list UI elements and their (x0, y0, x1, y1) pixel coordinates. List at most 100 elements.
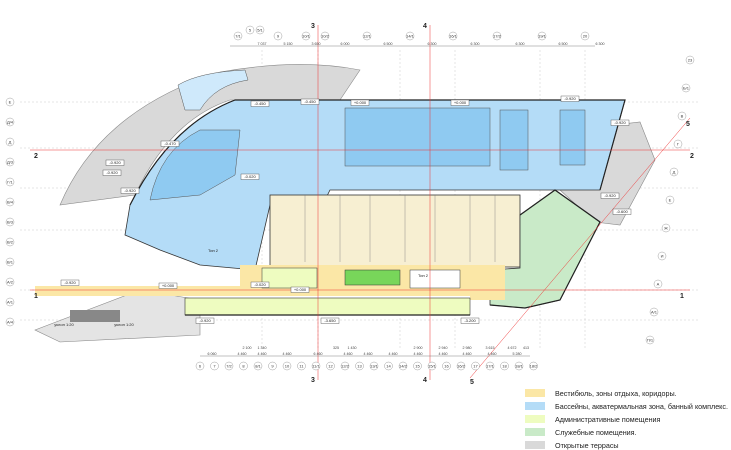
axis-label: 18 (502, 364, 507, 369)
axis-label: И (661, 254, 664, 259)
svg-text:1: 1 (680, 293, 684, 300)
svg-text:6 000: 6 000 (341, 42, 350, 46)
axis-bubble (268, 361, 277, 371)
svg-text:4 460: 4 460 (283, 352, 292, 356)
axis-bubble (239, 361, 248, 371)
axis-label: В/1 (7, 260, 14, 265)
svg-text:4 460: 4 460 (238, 352, 247, 356)
axis-label: 11 (299, 364, 304, 369)
axis-label: Д (9, 140, 12, 145)
svg-text:5 280: 5 280 (513, 352, 522, 356)
top-axes: 7/1 5 5/1 9 10/1 10/2 12/1 14/1 16/1 17/… (230, 25, 605, 47)
elevation-label: +0.000 (162, 283, 175, 288)
ramp-slope-label: уклон 1:20 (54, 322, 74, 327)
svg-text:3 650: 3 650 (312, 42, 321, 46)
svg-text:2: 2 (34, 153, 38, 160)
axis-bubble (427, 361, 437, 371)
elevation-box (105, 159, 125, 166)
legend-label: Открытые террасы (555, 441, 619, 450)
axis-bubble (384, 361, 393, 371)
svg-text:6 500: 6 500 (559, 42, 568, 46)
axis-bubble (456, 361, 466, 371)
axis-bubble (5, 237, 15, 247)
elevation-box (195, 317, 215, 324)
svg-text:20: 20 (583, 34, 588, 39)
svg-text:19/1: 19/1 (538, 34, 547, 39)
svg-text:413: 413 (523, 346, 529, 350)
axis-label: А/1 (651, 310, 658, 315)
axis-label: 18/1 (515, 364, 524, 369)
main-pool (344, 107, 491, 167)
axis-bubble (661, 223, 671, 233)
axis-bubble (340, 361, 350, 371)
svg-text:2 100: 2 100 (243, 346, 252, 350)
axis-bubble (5, 97, 15, 107)
elevation-label: -0.600 (616, 209, 628, 214)
svg-text:1 430: 1 430 (348, 346, 357, 350)
axis-bubble (369, 361, 379, 371)
axis-label: П/1 (647, 338, 654, 343)
svg-text:5/1: 5/1 (257, 28, 263, 33)
axis-label: 17/1 (486, 364, 495, 369)
svg-text:5: 5 (686, 121, 690, 128)
axis-bubble (529, 361, 538, 371)
axis-bubble (5, 217, 15, 227)
axis-bubble (500, 361, 509, 371)
elevation-label: -0.470 (164, 141, 176, 146)
svg-text:4 460: 4 460 (414, 352, 423, 356)
left-axes: EД/4ДД/3Г/1В/4В/3В/2В/1А/2А/1А/4 (5, 97, 15, 327)
axis-label: 13 (357, 364, 362, 369)
axis-bubble (677, 111, 687, 121)
axis-bubble (5, 317, 15, 327)
elevation-box (240, 173, 260, 180)
axis-bubble (282, 361, 292, 371)
axis-bubble (224, 361, 234, 371)
elevation-box (600, 192, 620, 199)
ramp-dark (70, 310, 120, 322)
axis-bubble (669, 167, 679, 177)
elevation-box (300, 98, 320, 105)
elevation-label: -0.920 (604, 193, 616, 198)
legend-label: Вестибюль, зоны отдыха, коридоры. (555, 389, 677, 398)
elevation-label: -0.920 (614, 120, 626, 125)
axis-bubble (5, 137, 15, 147)
axis-label: 13/1 (370, 364, 379, 369)
axis-label: 8/1 (255, 364, 261, 369)
axis-label: Д/3 (7, 160, 14, 165)
pool-leisure (177, 69, 249, 111)
svg-text:4 460: 4 460 (389, 352, 398, 356)
svg-text:10/1: 10/1 (302, 34, 311, 39)
axis-label: Ж (664, 226, 668, 231)
elevation-label: -0.920 (109, 160, 121, 165)
axis-label: 11/1 (312, 364, 320, 369)
svg-text:325: 325 (333, 346, 339, 350)
legend-label: Административные помещения (555, 415, 661, 424)
legend-label: Бассейны, акватермальная зона, банный ко… (555, 402, 728, 411)
elevation-box (102, 169, 122, 176)
axis-bubble (5, 257, 15, 267)
axis-label: В/2 (7, 240, 14, 245)
elevation-box (450, 99, 470, 106)
svg-text:3: 3 (311, 377, 315, 384)
elevation-box (350, 99, 370, 106)
outer-wall (129, 99, 626, 316)
axis-bubble (297, 361, 306, 371)
elevation-label: -0.020 (254, 282, 266, 287)
elevation-label: -3.650 (324, 318, 336, 323)
axis-label: 9 (271, 364, 274, 369)
ramp-slope-label: уклон 1:20 (114, 322, 134, 327)
axis-label: А (657, 282, 660, 287)
axis-label: 7/2 (226, 364, 232, 369)
svg-text:2 900: 2 900 (414, 346, 423, 350)
axis-bubble (210, 361, 219, 371)
axis-label: 16/2 (457, 364, 466, 369)
axis-bubble (5, 277, 15, 287)
legend: Вестибюль, зоны отдыха, коридоры. Бассей… (525, 389, 728, 450)
axis-bubble (673, 139, 683, 149)
svg-text:17/2: 17/2 (493, 34, 502, 39)
axis-label: 12/2 (341, 364, 350, 369)
svg-text:5: 5 (470, 379, 474, 386)
room-label-type2: Тип 2 (208, 248, 219, 253)
legend-swatch (525, 441, 545, 449)
